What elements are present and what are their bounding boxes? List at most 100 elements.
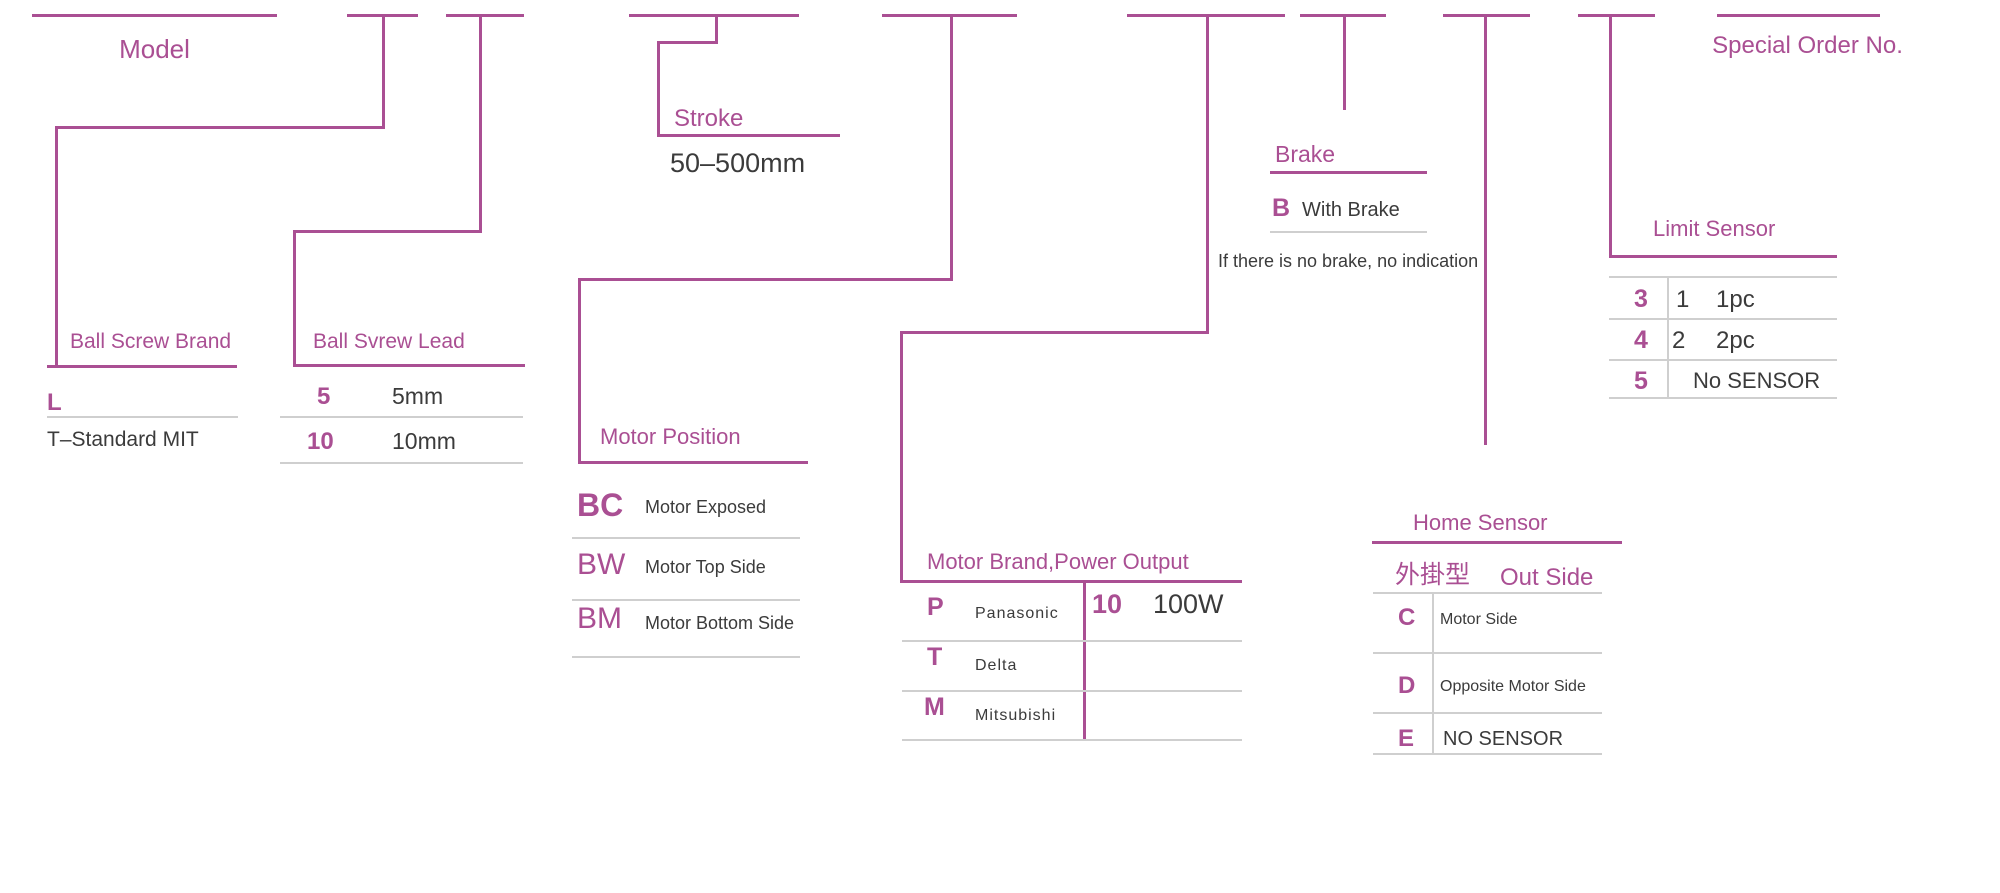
leader-line bbox=[657, 41, 660, 136]
underline-home-sensor bbox=[1372, 541, 1622, 544]
motor-brand-name: Delta bbox=[975, 657, 1018, 674]
motor-brand-name: Panasonic bbox=[975, 605, 1059, 622]
home-sensor-desc: Opposite Motor Side bbox=[1440, 678, 1586, 695]
leader-line bbox=[293, 230, 482, 233]
code-segment-model bbox=[32, 14, 277, 17]
lead-row-value: 10mm bbox=[392, 428, 456, 454]
leader-line bbox=[715, 14, 718, 41]
home-sensor-code: C bbox=[1398, 604, 1416, 631]
column-divider bbox=[1432, 592, 1434, 755]
home-sensor-desc: NO SENSOR bbox=[1443, 728, 1564, 750]
code-segment-stroke bbox=[629, 14, 799, 17]
lead-row-code: 10 bbox=[307, 428, 334, 455]
row-divider bbox=[1609, 318, 1837, 320]
row-divider bbox=[1373, 592, 1602, 594]
code-segment-limit-sensor bbox=[1578, 14, 1655, 17]
leader-line bbox=[657, 41, 718, 44]
code-segment-special-order bbox=[1717, 14, 1880, 17]
ball-screw-lead-label: Ball Svrew Lead bbox=[313, 330, 465, 353]
underline-limit-sensor bbox=[1609, 255, 1837, 258]
row-divider bbox=[572, 599, 800, 601]
home-sensor-label: Home Sensor bbox=[1413, 510, 1548, 535]
leader-line bbox=[479, 14, 482, 230]
home-sensor-desc: Motor Side bbox=[1440, 611, 1518, 628]
row-divider bbox=[1373, 712, 1602, 714]
leader-line bbox=[293, 230, 296, 367]
brake-label: Brake bbox=[1275, 141, 1336, 167]
leader-line bbox=[55, 126, 58, 366]
limit-sensor-label: Limit Sensor bbox=[1653, 216, 1776, 241]
power-value: 100W bbox=[1153, 589, 1224, 619]
motor-brand-code: M bbox=[924, 693, 945, 721]
ball-screw-brand-label: Ball Screw Brand bbox=[70, 330, 232, 353]
underline-ball-screw-brand bbox=[47, 365, 237, 368]
leader-line bbox=[900, 331, 903, 582]
row-divider bbox=[902, 739, 1242, 741]
brake-note: If there is no brake, no indication bbox=[1218, 251, 1479, 271]
limit-sensor-code: 3 bbox=[1634, 285, 1648, 313]
motor-brand-column-divider bbox=[1083, 580, 1086, 740]
leader-line bbox=[1484, 14, 1487, 445]
row-divider bbox=[1609, 359, 1837, 361]
limit-sensor-desc: 1pc bbox=[1716, 286, 1755, 313]
motor-brand-label: Motor Brand,Power Output bbox=[927, 549, 1189, 574]
row-divider bbox=[572, 656, 800, 658]
brake-desc: With Brake bbox=[1302, 199, 1400, 221]
ball-screw-brand-code: L bbox=[47, 389, 62, 416]
row-divider bbox=[280, 416, 523, 418]
column-divider bbox=[1667, 276, 1669, 399]
code-segment-lead bbox=[446, 14, 524, 17]
stroke-label: Stroke bbox=[674, 105, 744, 132]
leader-line bbox=[578, 278, 581, 464]
leader-line bbox=[1206, 14, 1209, 331]
motor-position-desc: Motor Bottom Side bbox=[645, 613, 795, 633]
leader-line bbox=[1343, 14, 1346, 110]
leader-line bbox=[578, 278, 953, 281]
leader-line bbox=[950, 14, 953, 278]
home-sensor-type-en: Out Side bbox=[1500, 564, 1594, 591]
row-divider bbox=[572, 537, 800, 539]
leader-line bbox=[1609, 14, 1612, 257]
home-sensor-code: D bbox=[1398, 672, 1416, 699]
underline-motor-brand bbox=[900, 580, 1242, 583]
code-segment-motor-position bbox=[882, 14, 1017, 17]
motor-position-desc: Motor Exposed bbox=[645, 497, 767, 517]
underline-stroke bbox=[657, 134, 840, 137]
motor-position-code: BC bbox=[577, 487, 624, 523]
row-divider bbox=[1609, 397, 1837, 399]
underline-ball-screw-lead bbox=[293, 364, 525, 367]
row-divider bbox=[1373, 652, 1602, 654]
row-divider bbox=[47, 416, 238, 418]
underline-brake bbox=[1270, 171, 1427, 174]
row-divider bbox=[1270, 231, 1427, 233]
special-order-label: Special Order No. bbox=[1712, 32, 1903, 59]
row-divider bbox=[280, 462, 523, 464]
ball-screw-brand-standard: T–Standard MIT bbox=[47, 428, 199, 451]
model-label: Model bbox=[119, 34, 190, 64]
motor-position-code: BM bbox=[577, 602, 622, 635]
motor-position-label: Motor Position bbox=[600, 424, 741, 449]
leader-line bbox=[900, 331, 1209, 334]
limit-sensor-code: 5 bbox=[1634, 367, 1648, 395]
lead-row-code: 5 bbox=[317, 383, 331, 410]
brake-code: B bbox=[1272, 194, 1291, 222]
motor-brand-code: T bbox=[927, 643, 943, 671]
limit-sensor-qty: 2 bbox=[1672, 327, 1686, 354]
leader-line bbox=[382, 14, 385, 126]
row-divider bbox=[1373, 753, 1602, 755]
motor-brand-name: Mitsubishi bbox=[975, 707, 1057, 724]
row-divider bbox=[902, 640, 1242, 642]
row-divider bbox=[1609, 276, 1837, 278]
limit-sensor-code: 4 bbox=[1634, 326, 1648, 354]
motor-brand-code: P bbox=[927, 593, 944, 621]
limit-sensor-desc: 2pc bbox=[1716, 327, 1755, 354]
lead-row-value: 5mm bbox=[392, 383, 444, 409]
limit-sensor-desc: No SENSOR bbox=[1693, 368, 1821, 393]
power-code: 10 bbox=[1092, 589, 1123, 619]
motor-position-code: BW bbox=[577, 548, 626, 581]
stroke-range: 50–500mm bbox=[670, 148, 806, 178]
underline-motor-position bbox=[578, 461, 808, 464]
motor-position-desc: Motor Top Side bbox=[645, 557, 766, 577]
limit-sensor-qty: 1 bbox=[1676, 286, 1690, 313]
